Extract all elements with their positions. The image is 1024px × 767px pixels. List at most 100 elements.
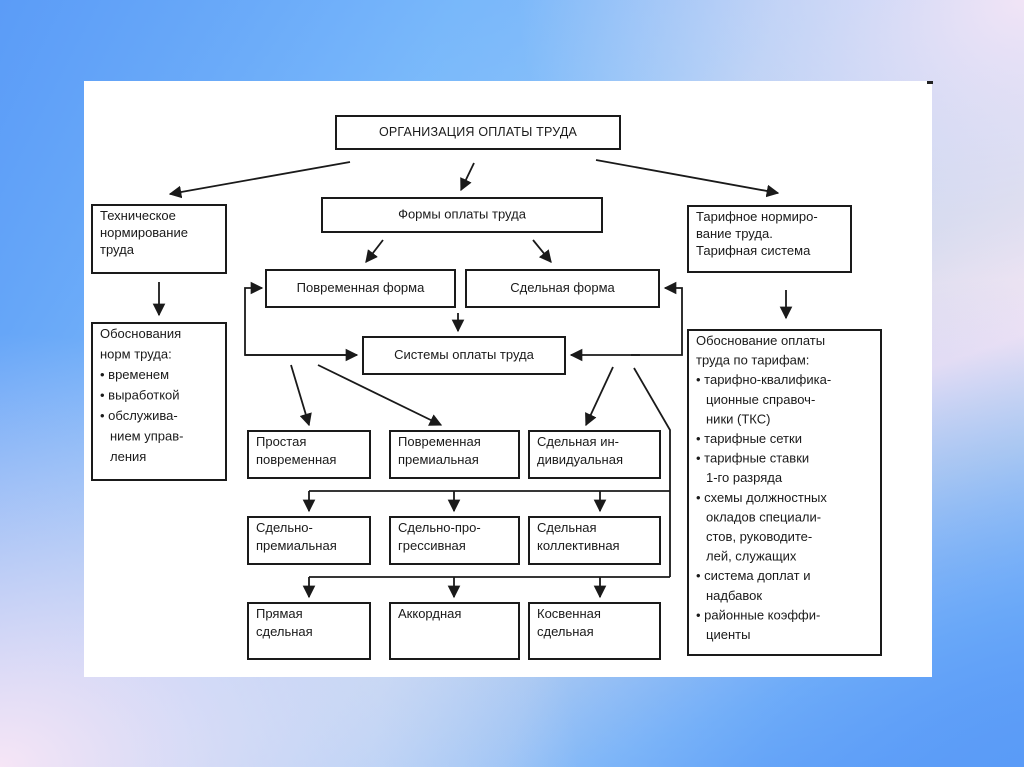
box-text-line: Обоснование оплаты	[696, 333, 825, 348]
box-text-line: циенты	[706, 627, 750, 642]
connector-systems-to-timebonus	[317, 364, 443, 426]
box-frame	[528, 602, 661, 660]
box-text-line: 1-го разряда	[706, 470, 783, 485]
box-text-line: ления	[110, 449, 146, 464]
connector-systems-to-pieceind	[585, 366, 614, 427]
box-text-line: Обоснования	[100, 326, 181, 341]
box-frame	[687, 205, 852, 273]
box-text-line: • обслужива-	[100, 408, 178, 423]
box-frame	[528, 516, 661, 565]
box-text-line: Тарифная система	[696, 243, 811, 258]
box-text-line: коллективная	[537, 538, 620, 553]
box-text-line: Сдельная форма	[510, 280, 615, 295]
box-simple-time: Простая повременная	[247, 430, 371, 479]
box-text-line: лей, служащих	[706, 549, 797, 564]
connector-root-to-tech	[168, 161, 351, 199]
box-piece-individual: Сдельная ин-дивидуальная	[528, 430, 661, 479]
connector-root-to-forms	[460, 162, 475, 192]
box-root: ОРГАНИЗАЦИЯ ОПЛАТЫ ТРУДА	[335, 115, 621, 150]
box-text-line: • система доплат и	[696, 568, 810, 583]
box-text-line: Формы оплаты труда	[398, 207, 527, 222]
box-piece-form: Сдельная форма	[465, 269, 660, 308]
box-text-line: • схемы должностных	[696, 490, 827, 505]
box-indirect-piece: Косвенная сдельная	[528, 602, 661, 660]
box-frame	[91, 204, 227, 274]
box-text-line: ОРГАНИЗАЦИЯ ОПЛАТЫ ТРУДА	[379, 125, 578, 139]
box-text-line: Прямая	[256, 606, 303, 621]
box-text-line: • временем	[100, 367, 169, 382]
box-piece-progressive: Сдельно-про-грессивная	[389, 516, 520, 565]
box-tech: Техническое нормирование труда	[91, 204, 227, 274]
box-frame	[335, 115, 621, 150]
box-lump-sum: Аккордная	[389, 602, 520, 660]
box-frame	[465, 269, 660, 308]
box-frame	[247, 430, 371, 479]
box-text-line: премиальная	[256, 538, 337, 553]
box-time-bonus: Повременная премиальная	[389, 430, 520, 479]
box-frame	[91, 322, 227, 481]
box-frame	[389, 516, 520, 565]
box-text-line: ники (ТКС)	[706, 411, 770, 426]
box-text-line: Техническое	[100, 208, 176, 223]
box-frame	[389, 430, 520, 479]
box-text-line: ционные справоч-	[706, 392, 815, 407]
box-text-line: Сдельная ин-	[537, 434, 619, 449]
box-tariff-details: Обоснование оплаты труда по тарифам: • тар…	[687, 329, 882, 656]
box-text-line: премиальная	[398, 452, 479, 467]
connector-systems-right-trunk	[633, 367, 671, 577]
box-text-line: • тарифные ставки	[696, 451, 809, 466]
box-text-line: нием управ-	[110, 429, 183, 444]
box-text-line: труда по тарифам:	[696, 353, 809, 368]
box-text-line: Сдельная	[537, 520, 597, 535]
box-text-line: сдельная	[537, 624, 594, 639]
box-text-line: вание труда.	[696, 226, 773, 241]
box-frame	[687, 329, 882, 656]
box-text-line: Косвенная	[537, 606, 601, 621]
box-frame	[247, 516, 371, 565]
box-text-line: сдельная	[256, 624, 313, 639]
boxes: ОРГАНИЗАЦИЯ ОПЛАТЫ ТРУДА Техническое норми…	[91, 115, 882, 660]
box-text-line: Тарифное нормиро-	[696, 209, 818, 224]
box-text-line: Сдельно-про-	[398, 520, 481, 535]
box-direct-piece: Прямая сдельная	[247, 602, 371, 660]
box-text-line: Сдельно-	[256, 520, 313, 535]
box-text-line: стов, руководите-	[706, 529, 812, 544]
box-text-line: грессивная	[398, 538, 466, 553]
box-text-line: окладов специали-	[706, 509, 821, 524]
connector-forms-to-time	[365, 239, 384, 263]
box-time-form: Повременная форма	[265, 269, 456, 308]
box-text-line: Повременная	[398, 434, 481, 449]
connector-systems-to-simple	[290, 364, 312, 427]
box-text-line: Аккордная	[398, 606, 461, 621]
box-frame	[247, 602, 371, 660]
corner-mark	[927, 81, 933, 84]
box-text-line: норм труда:	[100, 347, 172, 362]
box-text-line: дивидуальная	[537, 452, 623, 467]
box-frame	[362, 336, 566, 375]
box-piece-bonus: Сдельно-премиальная	[247, 516, 371, 565]
box-text-line: надбавок	[706, 588, 762, 603]
box-frame	[389, 602, 520, 660]
box-text-line: • выработкой	[100, 388, 180, 403]
connector-forms-to-piece	[532, 239, 552, 263]
box-forms: Формы оплаты труда	[321, 197, 603, 233]
box-text-line: нормирование	[100, 225, 188, 240]
box-text-line: Простая	[256, 434, 306, 449]
box-frame	[528, 430, 661, 479]
box-text-line: повременная	[256, 452, 336, 467]
connector-piece-loop	[631, 281, 683, 356]
box-piece-collective: Сдельная коллективная	[528, 516, 661, 565]
box-tech-details: Обоснования норм труда: • временем • вырабо…	[91, 322, 227, 481]
box-text-line: • районные коэффи-	[696, 607, 820, 622]
box-text-line: • тарифно-квалифика-	[696, 372, 831, 387]
box-text-line: Повременная форма	[297, 280, 425, 295]
box-text-line: Системы оплаты труда	[394, 347, 534, 362]
connectors	[152, 159, 793, 599]
box-text-line: труда	[100, 242, 135, 257]
connector-root-to-tariff	[595, 159, 780, 198]
box-systems: Системы оплаты труда	[362, 336, 566, 375]
box-frame	[265, 269, 456, 308]
box-tariff: Тарифное нормиро-вание труда. Тарифная си…	[687, 205, 852, 273]
box-frame	[321, 197, 603, 233]
